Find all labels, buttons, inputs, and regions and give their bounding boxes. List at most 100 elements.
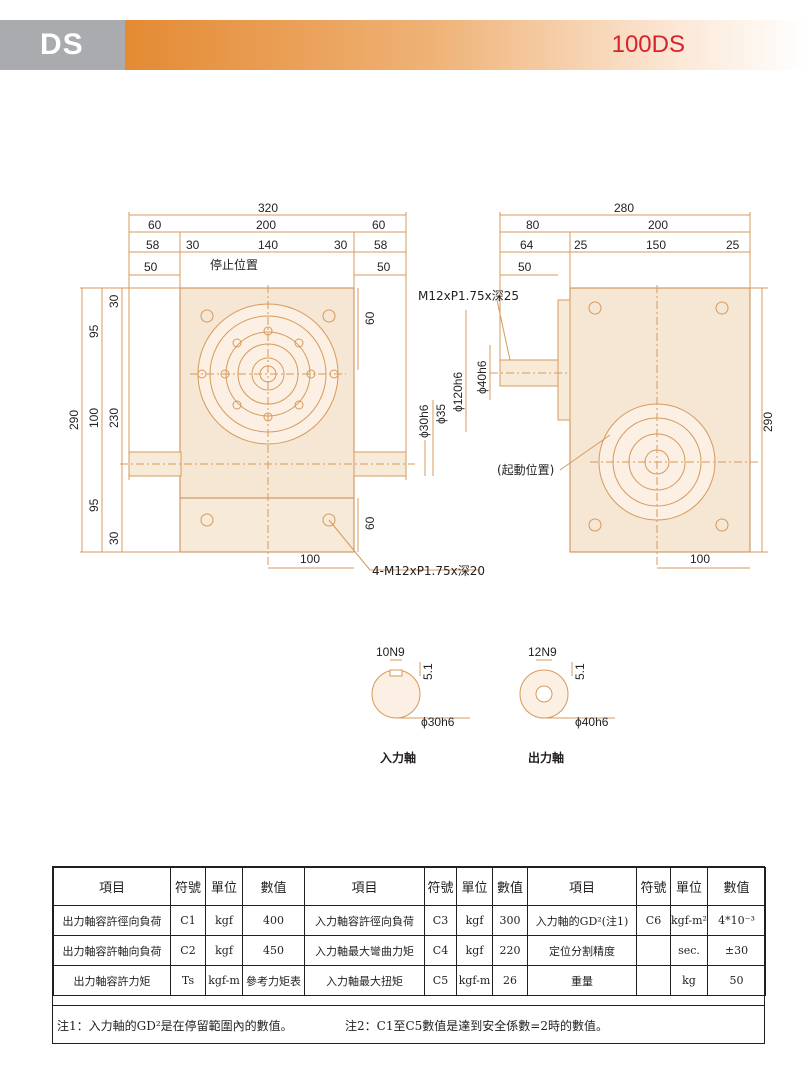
table-cell: kgf-m [205, 965, 243, 996]
dim-front-320: 320 [258, 201, 278, 215]
table-cell [636, 965, 671, 996]
table-cell: 定位分割精度 [527, 935, 637, 966]
header-cell: 數值 [242, 867, 305, 906]
input-shaft-label: 入力軸 [380, 750, 416, 765]
dim-front-30a-v: 30 [107, 294, 121, 308]
table-cell: 4*10⁻³ [707, 905, 766, 936]
start-position-label: (起動位置) [497, 462, 554, 477]
table-cell: kgf-m² [670, 905, 708, 936]
dim-front-shaft-dia: ϕ30h6 [417, 404, 431, 438]
table-cell: kgf [205, 905, 243, 936]
table-cell: C3 [424, 905, 457, 936]
table-cell: 入力軸最大扭矩 [304, 965, 425, 996]
series-tag: DS [40, 28, 84, 61]
front-bolt-callout: 4-M12xP1.75x深20 [372, 564, 485, 578]
table-cell: 50 [707, 965, 766, 996]
table-cell: 入力軸容許徑向負荷 [304, 905, 425, 936]
note-1: 注1：入力軸的GD²是在停留範圍內的數值。 [57, 1019, 293, 1033]
table-cell: kgf [456, 935, 493, 966]
table-row: 出力軸容許軸向負荷 C2 kgf 450 入力軸最大彎曲力矩 C4 kgf 22… [53, 935, 766, 966]
table-cell: 重量 [527, 965, 637, 996]
dim-front-290: 290 [67, 410, 81, 430]
model-title-band: 100DS [125, 20, 807, 70]
model-title: 100DS [611, 31, 685, 58]
dim-side-hub-dia: ϕ40h6 [475, 360, 489, 394]
input-shaft-dia: ϕ30h6 [421, 715, 455, 729]
dim-side-100-bolt: 100 [690, 552, 710, 566]
dim-front-58a: 58 [146, 238, 160, 252]
table-row: 出力軸容許徑向負荷 C1 kgf 400 入力軸容許徑向負荷 C3 kgf 30… [53, 905, 766, 936]
dim-front-95b: 95 [87, 498, 101, 512]
dim-side-150: 150 [646, 238, 666, 252]
dim-side-pilot-dia: ϕ120h6 [451, 372, 465, 412]
table-cell: 26 [492, 965, 528, 996]
table-cell: kgf [456, 905, 493, 936]
header-cell: 符號 [636, 867, 671, 906]
output-keyway-label: 12N9 [528, 645, 557, 659]
table-cell: C6 [636, 905, 671, 936]
series-tag-band: DS [0, 20, 125, 70]
table-cell: 220 [492, 935, 528, 966]
dim-front-60b-v: 60 [363, 516, 377, 530]
table-cell: 出力軸容許力矩 [53, 965, 171, 996]
table-cell: C5 [424, 965, 457, 996]
header-cell: 數值 [492, 867, 528, 906]
table-cell: 450 [242, 935, 305, 966]
table-cell: Ts [170, 965, 206, 996]
output-shaft-dia: ϕ40h6 [575, 715, 609, 729]
dim-front-60b: 60 [372, 218, 386, 232]
table-cell: 入力軸最大彎曲力矩 [304, 935, 425, 966]
table-cell: 入力軸的GD²(注1) [527, 905, 637, 936]
stop-position-label: 停止位置 [210, 257, 258, 272]
dim-front-50b: 50 [377, 260, 391, 274]
dim-front-140: 140 [258, 238, 278, 252]
dim-front-230: 230 [107, 408, 121, 428]
table-cell: kgf [205, 935, 243, 966]
header-cell: 項目 [304, 867, 425, 906]
spec-table: 項目 符號 單位 數值 項目 符號 單位 數值 項目 符號 單位 數值 出力軸容… [52, 866, 766, 1044]
input-keyway-label: 10N9 [376, 645, 405, 659]
dim-side-25b: 25 [726, 238, 740, 252]
dim-side-80: 80 [526, 218, 540, 232]
table-cell: 出力軸容許軸向負荷 [53, 935, 171, 966]
header-cell: 符號 [424, 867, 457, 906]
dim-front-60a: 60 [148, 218, 162, 232]
side-thread-callout: M12xP1.75x深25 [418, 289, 519, 303]
table-cell: kg [670, 965, 708, 996]
header-cell: 單位 [205, 867, 243, 906]
table-cell: 出力軸容許徑向負荷 [53, 905, 171, 936]
table-cell: ±30 [707, 935, 766, 966]
table-cell: kgf-m [456, 965, 493, 996]
dim-front-200: 200 [256, 218, 276, 232]
dim-front-50a: 50 [144, 260, 158, 274]
dim-front-30b: 30 [334, 238, 348, 252]
output-shaft-label: 出力軸 [528, 750, 564, 765]
header-cell: 符號 [170, 867, 206, 906]
side-view [465, 212, 768, 569]
table-cell: 參考力矩表 [242, 965, 305, 996]
dim-side-290: 290 [761, 412, 775, 432]
table-cell: 400 [242, 905, 305, 936]
table-cell: sec. [670, 935, 708, 966]
technical-drawing: 320 60 200 60 58 30 140 30 58 50 停止位置 50… [67, 201, 775, 765]
spec-notes: 注1：入力軸的GD²是在停留範圍內的數值。 注2：C1至C5數值是達到安全係數=… [53, 1005, 764, 1044]
dim-side-25a: 25 [574, 238, 588, 252]
header-cell: 單位 [456, 867, 493, 906]
dim-side-280: 280 [614, 201, 634, 215]
front-view [80, 212, 480, 571]
table-row: 出力軸容許力矩 Ts kgf-m 參考力矩表 入力軸最大扭矩 C5 kgf-m … [53, 965, 766, 996]
input-shaft-detail [371, 659, 470, 719]
dim-front-100-bolt: 100 [300, 552, 320, 566]
header-cell: 項目 [527, 867, 637, 906]
table-cell: C4 [424, 935, 457, 966]
dim-front-30b-v: 30 [107, 531, 121, 545]
header-cell: 單位 [670, 867, 708, 906]
dim-front-100: 100 [87, 408, 101, 428]
header-cell: 項目 [53, 867, 171, 906]
table-cell: C1 [170, 905, 206, 936]
table-cell: 300 [492, 905, 528, 936]
dim-front-shaft-dia2: ϕ35 [434, 404, 448, 424]
input-keyway-depth: 5.1 [421, 663, 435, 680]
output-shaft-detail [519, 659, 615, 719]
spec-header-row: 項目 符號 單位 數值 項目 符號 單位 數值 項目 符號 單位 數值 [53, 867, 766, 906]
